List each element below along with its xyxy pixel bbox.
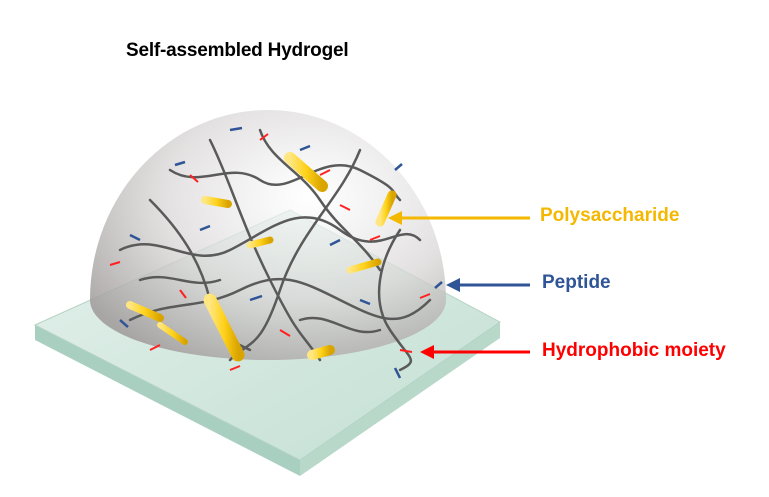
peptide-arrow	[446, 278, 530, 292]
hydrophobic-arrow	[420, 345, 530, 359]
peptide-segments	[119, 126, 443, 379]
diagram-title: Self-assembled Hydrogel	[126, 40, 349, 61]
polysaccharide-arrow	[388, 211, 530, 225]
peptide-label: Peptide	[542, 272, 611, 293]
hydrophobic-moiety-label: Hydrophobic moiety	[542, 340, 726, 361]
polysaccharide-label: Polysaccharide	[540, 205, 680, 226]
hydrophobic-segments	[109, 133, 431, 371]
polysaccharide-rods	[126, 152, 397, 362]
hydrogel-dome	[90, 110, 446, 360]
